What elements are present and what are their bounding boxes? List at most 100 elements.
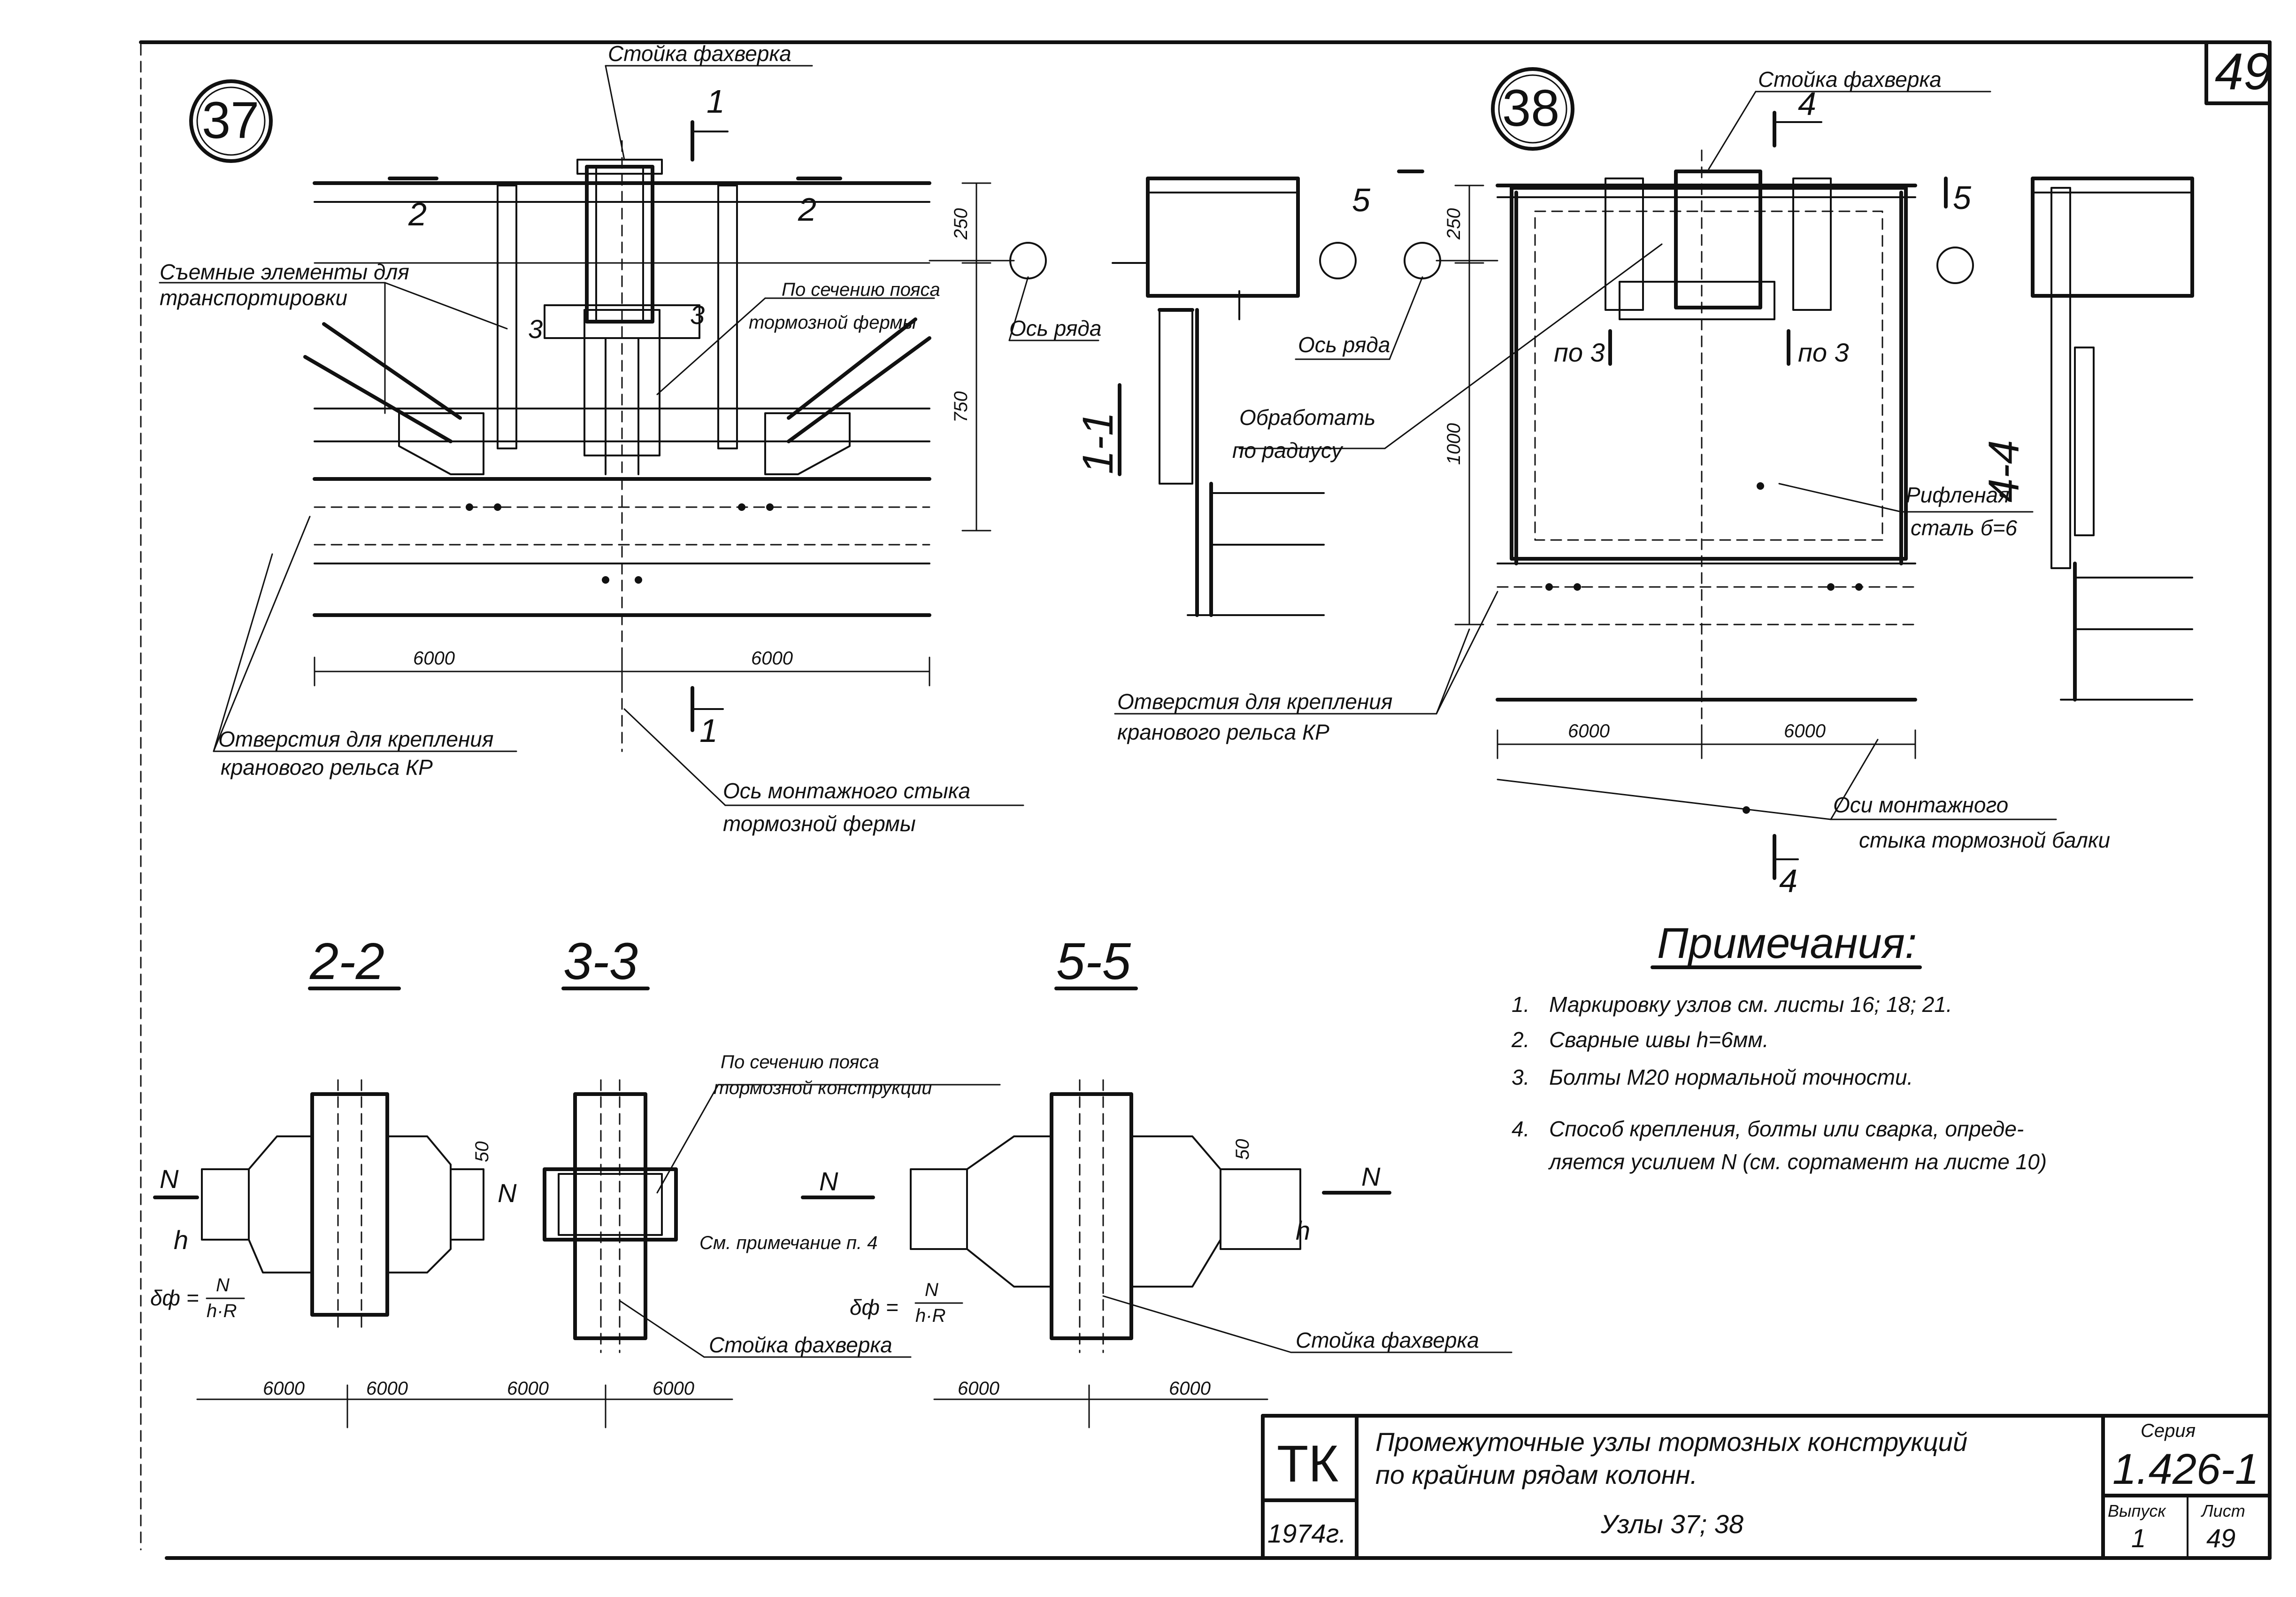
node-38-plate-label-1: Рифленая <box>1906 483 2010 507</box>
section-1-1: 1-1 <box>1074 177 1357 617</box>
section-5-5-post-label: Стойка фахверка <box>1296 1328 1479 1352</box>
section-3-3-note-ref: См. примечание п. 4 <box>699 1233 878 1253</box>
node-37-cut-3-left: 3 <box>528 314 543 344</box>
note-3-number: 3. <box>1512 1065 1529 1089</box>
note-1-text: Маркировку узлов см. листы 16; 18; 21. <box>1549 992 1952 1017</box>
title-line-2: по крайним рядам колонн. <box>1375 1460 1697 1489</box>
note-1-number: 1. <box>1512 992 1529 1017</box>
node-37-belt-label-1: По сечению пояса <box>782 279 940 300</box>
section-2-2-dim-right: 6000 <box>366 1378 408 1399</box>
node-38-po3-right: по 3 <box>1798 338 1849 367</box>
sheet-number: 49 <box>2215 43 2272 100</box>
notes-title: Примечания: <box>1657 919 1917 967</box>
section-3-3-title: 3-3 <box>563 933 638 990</box>
series-value: 1.426-1 <box>2112 1445 2259 1493</box>
note-2-text: Сварные швы h=6мм. <box>1549 1027 1769 1052</box>
section-3-3-belt-label-1: По сечению пояса <box>721 1052 879 1072</box>
section-2-2-height: h <box>174 1225 188 1255</box>
section-5-5-dim-50: 50 <box>1232 1139 1253 1160</box>
section-5-5-dim-left: 6000 <box>958 1378 999 1399</box>
title-line-3: Узлы 37; 38 <box>1600 1509 1743 1539</box>
section-3-3-dim-right: 6000 <box>653 1378 694 1399</box>
node-38-radius-label-2: по радиусу <box>1232 438 1344 463</box>
section-5-5: 5-5 N N h 50 δф = N h·R Стойка фахверка … <box>801 933 1513 1428</box>
section-3-3-post-label: Стойка фахверка <box>709 1333 892 1357</box>
node-37-cut-3-right: 3 <box>690 300 705 330</box>
section-5-5-force-left: N <box>819 1166 838 1196</box>
node-38-number: 38 <box>1502 79 1559 137</box>
node-37-dim-250: 250 <box>951 208 971 240</box>
section-5-5-height: h <box>1296 1216 1310 1245</box>
title-block: ТК 1974г. Промежуточные узлы тормозных к… <box>1261 1414 2272 1560</box>
node-38-row-axis: Ось ряда <box>1298 332 1390 357</box>
note-3-text: Болты М20 нормальной точности. <box>1549 1065 1913 1089</box>
section-4-4-label: 4-4 <box>1980 440 2028 502</box>
node-37-dim-left: 6000 <box>413 648 455 669</box>
node-38-plate-label-2: сталь б=6 <box>1911 516 2018 540</box>
section-5-5-formula-lhs: δф = <box>850 1295 898 1319</box>
node-38-joint-axes-1: Оси монтажного <box>1833 793 2008 817</box>
note-2-number: 2. <box>1511 1027 1529 1052</box>
title-year: 1974г. <box>1267 1519 1346 1548</box>
node-38: 38 4 4 5 5 по 3 по 3 <box>1114 67 2110 899</box>
note-4-continuation: ляется усилием N (см. сортамент на листе… <box>1548 1150 2047 1174</box>
node-38-joint-axes-2: стыка тормозной балки <box>1859 828 2110 852</box>
section-3-3-belt-label-2: тормозной конструкции <box>714 1078 932 1098</box>
section-2-2-dim-left: 6000 <box>263 1378 305 1399</box>
section-5-5-formula-num: N <box>925 1280 938 1300</box>
node-38-dim-1000: 1000 <box>1444 423 1464 465</box>
sheet-frame <box>139 40 2272 1560</box>
section-5-5-title: 5-5 <box>1056 933 1131 990</box>
node-38-holes-label-1: Отверстия для крепления <box>1117 689 1392 714</box>
node-37-holes-label-1: Отверстия для крепления <box>218 727 493 751</box>
node-37-post-label: Стойка фахверка <box>608 41 791 66</box>
note-4-text: Способ крепления, болты или сварка, опре… <box>1549 1117 2024 1141</box>
issue-label: Выпуск <box>2108 1501 2166 1520</box>
node-37-section-mark-top: 1 <box>706 83 725 120</box>
node-37-number: 37 <box>202 92 259 149</box>
node-38-dim-left: 6000 <box>1568 721 1610 741</box>
section-1-1-label: 1-1 <box>1074 412 1122 474</box>
section-2-2-dim-50: 50 <box>472 1142 492 1163</box>
title-org: ТК <box>1277 1435 1338 1493</box>
node-37-belt-label-2: тормозной фермы <box>749 312 916 333</box>
section-2-2-force-right: N <box>498 1178 517 1208</box>
node-37-removable-label-2: транспортировки <box>160 285 347 310</box>
section-2-2-formula-num: N <box>216 1275 230 1296</box>
sheet-label: Лист <box>2201 1501 2245 1520</box>
node-38-holes-label-2: кранового рельса КР <box>1117 720 1329 744</box>
section-2-2-formula-den: h·R <box>207 1301 237 1321</box>
section-3-3-dim-left: 6000 <box>507 1378 549 1399</box>
title-line-1: Промежуточные узлы тормозных конструкций <box>1375 1427 1967 1457</box>
node-37-holes-label-2: кранового рельса КР <box>221 755 433 779</box>
node-38-dim-right: 6000 <box>1784 721 1826 741</box>
section-2-2-formula-lhs: δф = <box>150 1286 199 1310</box>
node-37-removable-label-1: Съемные элементы для <box>160 260 409 284</box>
section-2-2-title: 2-2 <box>309 933 384 990</box>
section-5-5-force-right: N <box>1361 1162 1381 1191</box>
node-37-dim-right: 6000 <box>751 648 793 669</box>
section-3-3: 3-3 См. примечание п. 4 По сечению пояса… <box>487 933 1001 1428</box>
node-37: 37 <box>159 41 1101 836</box>
node-38-post-label: Стойка фахверка <box>1758 67 1942 92</box>
section-2-2-force-left: N <box>160 1164 179 1194</box>
section-5-5-formula-den: h·R <box>915 1305 945 1326</box>
notes-block: Примечания: 1. Маркировку узлов см. лист… <box>1511 919 2047 1174</box>
node-37-row-axis: Ось ряда <box>1009 316 1101 340</box>
node-37-section-mark-bottom: 1 <box>699 712 718 749</box>
node-38-section-mark-5-right: 5 <box>1953 179 1972 216</box>
node-37-joint-axis-2: тормозной фермы <box>723 811 916 836</box>
issue-value: 1 <box>2131 1523 2146 1553</box>
node-38-radius-label-1: Обработать <box>1239 405 1375 430</box>
node-37-joint-axis-1: Ось монтажного стыка <box>723 779 970 803</box>
node-38-dim-250: 250 <box>1444 208 1464 240</box>
section-4-4: 4-4 <box>1936 177 2194 702</box>
node-37-dim-750: 750 <box>951 391 971 423</box>
node-38-po3-left: по 3 <box>1554 338 1605 367</box>
node-37-cut-2-right: 2 <box>798 191 816 228</box>
node-38-section-mark-4-bottom: 4 <box>1779 863 1797 899</box>
note-4-number: 4. <box>1512 1117 1529 1141</box>
section-5-5-dim-right: 6000 <box>1169 1378 1211 1399</box>
section-2-2: 2-2 N N h 50 δф = N h·R 6000 6000 <box>150 933 517 1428</box>
